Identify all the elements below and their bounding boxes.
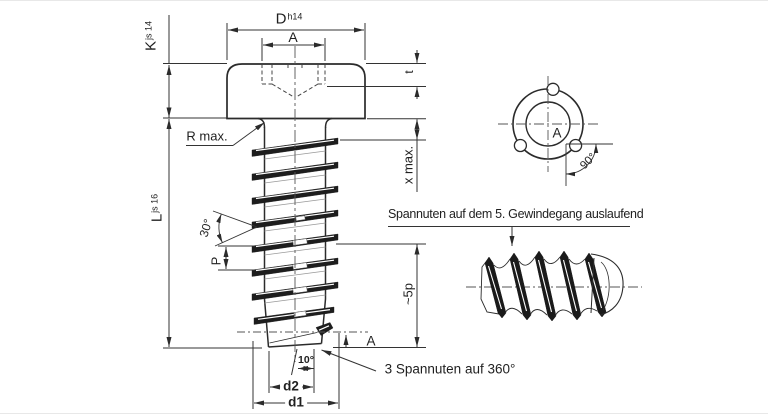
dim-label-recess-width: A	[288, 29, 298, 45]
section-direction-label: A	[366, 333, 376, 349]
thread-angle-lines	[212, 210, 258, 247]
detail-fin-highlights	[487, 259, 603, 313]
dim-label-groove-length: ~5p	[400, 282, 416, 306]
label-fillet-radius: R max.	[186, 128, 228, 144]
tip-thread-runout	[269, 332, 318, 344]
dim-label-head-diameter: Dh14	[275, 10, 303, 28]
detail-right-cap	[590, 253, 624, 316]
section-centerlines	[498, 76, 600, 172]
spannuten-notches	[292, 215, 308, 318]
dim-label-pitch: P	[208, 256, 224, 266]
detail-end-contour	[600, 261, 610, 311]
page-top-edge	[0, 0, 768, 1]
section-view-label: A	[552, 125, 562, 141]
dim-label-head-height: Kjs 14	[142, 20, 160, 52]
recess-hidden-lines	[261, 64, 326, 97]
extension-lines	[163, 15, 630, 409]
screw-head	[226, 63, 366, 120]
dim-label-recess-depth: t	[402, 70, 416, 74]
detail-core-edges	[493, 256, 598, 317]
dim-label-unthreaded-length: x max.	[400, 145, 416, 185]
main-view	[226, 46, 366, 362]
detail-end-edge	[590, 257, 595, 314]
detail-view	[466, 250, 642, 322]
dimension-lines	[163, 15, 630, 409]
dim-label-screw-length: Ljs 16	[148, 193, 166, 223]
dim-label-thread-diameter: d1	[285, 395, 307, 409]
note-spannuten-runout: Spannuten auf dem 5. Gewindegang auslauf…	[388, 207, 644, 221]
notch-bites	[513, 82, 583, 153]
head-fillet-right	[324, 117, 333, 129]
section-view-a	[498, 76, 613, 186]
notch-angle-lines	[565, 143, 613, 186]
dim-label-tip-angle: 10°	[298, 353, 314, 366]
detail-left-cap	[480, 257, 500, 315]
shank-edge-left	[263, 127, 270, 348]
dim-label-core-diameter: d2	[280, 379, 302, 393]
note-three-spannuten: 3 Spannuten auf 360°	[384, 361, 516, 377]
